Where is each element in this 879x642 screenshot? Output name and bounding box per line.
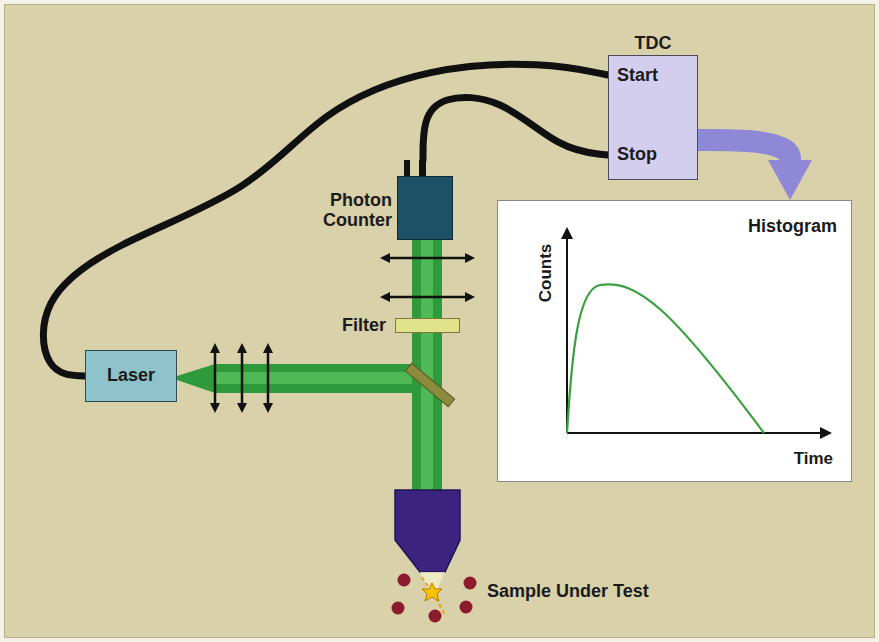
lens-arrow (385, 296, 470, 299)
device-label: Photon Counter (296, 191, 392, 231)
axis-arrowhead (820, 427, 832, 439)
chart-title: Histogram (748, 217, 837, 237)
signal-cable (423, 97, 608, 160)
decay-curve (567, 284, 764, 433)
port-label: Stop (617, 145, 657, 165)
sample-label: Sample Under Test (487, 581, 649, 602)
laser-label: Laser (107, 366, 155, 386)
y-axis (566, 235, 568, 433)
laser-beam-core (215, 372, 425, 384)
histogram-plot (498, 201, 850, 480)
port-label: Start (617, 66, 658, 86)
tdc-heading: TDC (635, 34, 672, 54)
objective-lens (395, 490, 460, 572)
lens-arrow (241, 348, 244, 408)
axis-label: Time (794, 450, 833, 469)
sample-particle (460, 601, 473, 614)
laser-box: Laser (85, 350, 177, 402)
x-axis (567, 432, 824, 434)
fluorescence-star (422, 583, 442, 601)
sample-particle (392, 602, 405, 615)
photon-counter-box: Photon Counter (397, 176, 453, 240)
lens-arrow (385, 257, 470, 260)
sample-particle (398, 574, 411, 587)
tdc-box: TDCStartStop (608, 55, 698, 180)
filter-element: Filter (395, 318, 460, 333)
axis-label: Counts (537, 244, 556, 303)
dichroic-mirror (405, 363, 454, 407)
axis-arrowhead (561, 227, 573, 239)
lens-arrow (214, 348, 217, 408)
connector-pin (404, 160, 410, 177)
lens-arrow (267, 348, 270, 408)
histogram-panel: HistogramCountsTime (497, 200, 852, 482)
sample-particle (464, 577, 477, 590)
filter-label: Filter (342, 316, 386, 336)
sample-particle (429, 610, 442, 623)
vertical-beam (412, 240, 442, 492)
data-flow-arrow (698, 140, 790, 160)
vertical-beam-core (421, 240, 433, 492)
